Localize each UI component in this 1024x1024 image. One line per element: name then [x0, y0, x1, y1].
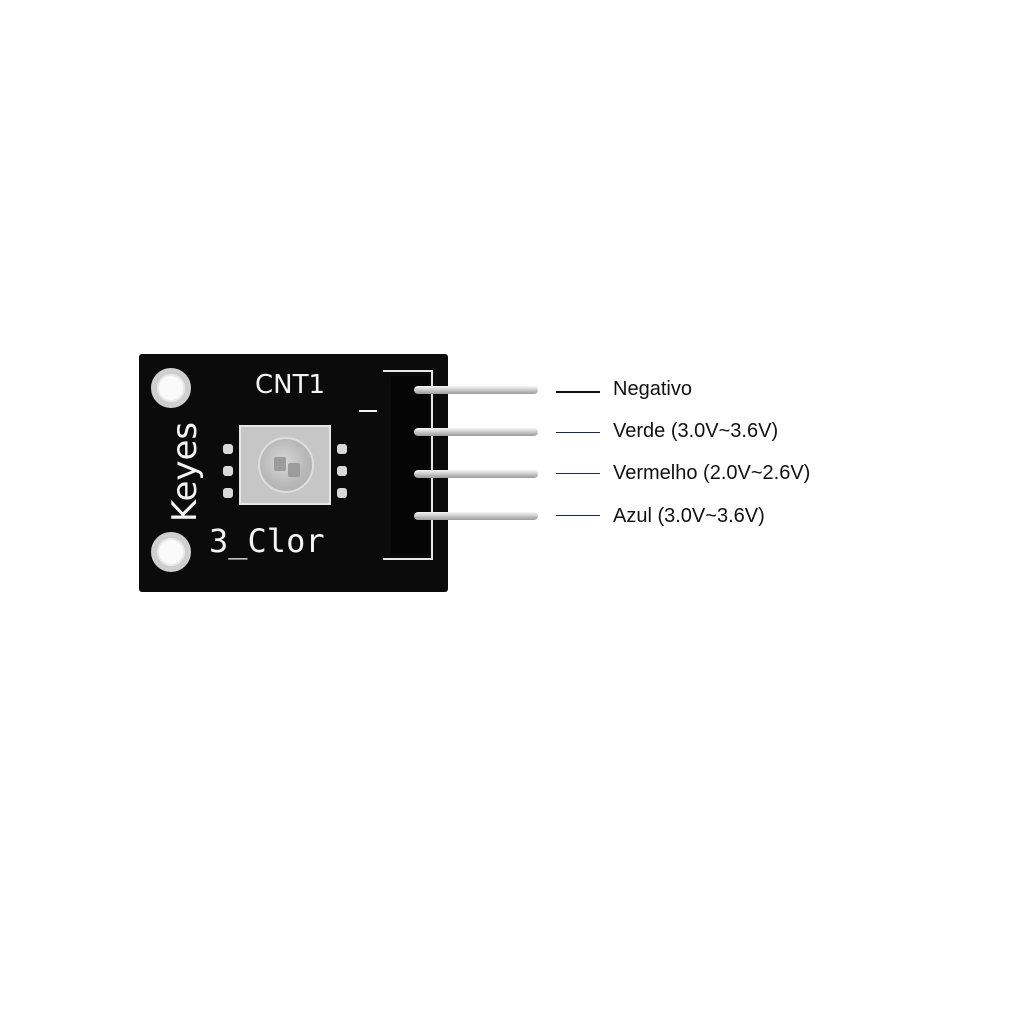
brand-silk-label: Keyes [165, 421, 205, 523]
polarity-minus-mark [359, 410, 377, 412]
led-solder-pad [337, 444, 347, 454]
model-silk-label: 3_Clor [209, 522, 325, 560]
led-solder-pad [223, 466, 233, 476]
header-pin-4 [414, 512, 538, 520]
led-solder-pad [337, 466, 347, 476]
mounting-hole-top [151, 368, 191, 408]
callout-line-3 [556, 473, 600, 474]
header-pin-2 [414, 428, 538, 436]
connector-silk-label: CNT1 [255, 370, 326, 400]
header-silk-outline [383, 370, 433, 560]
callout-line-2 [556, 432, 600, 433]
pin-label-red: Vermelho (2.0V~2.6V) [613, 462, 811, 484]
pin-label-negative: Negativo [613, 378, 692, 400]
header-pin-1 [414, 386, 538, 394]
pin-label-green: Verde (3.0V~3.6V) [613, 420, 779, 442]
header-pin-3 [414, 470, 538, 478]
callout-line-4 [556, 515, 600, 516]
led-solder-pad [337, 488, 347, 498]
led-solder-pad [223, 444, 233, 454]
led-lens [258, 437, 314, 493]
led-solder-pad [223, 488, 233, 498]
callout-line-1 [556, 391, 600, 393]
pin-label-blue: Azul (3.0V~3.6V) [613, 505, 765, 527]
rgb-led-icon [239, 425, 331, 505]
pin-header-block [391, 376, 429, 554]
led-die [288, 463, 300, 477]
led-die [274, 457, 286, 471]
mounting-hole-bottom [151, 532, 191, 572]
